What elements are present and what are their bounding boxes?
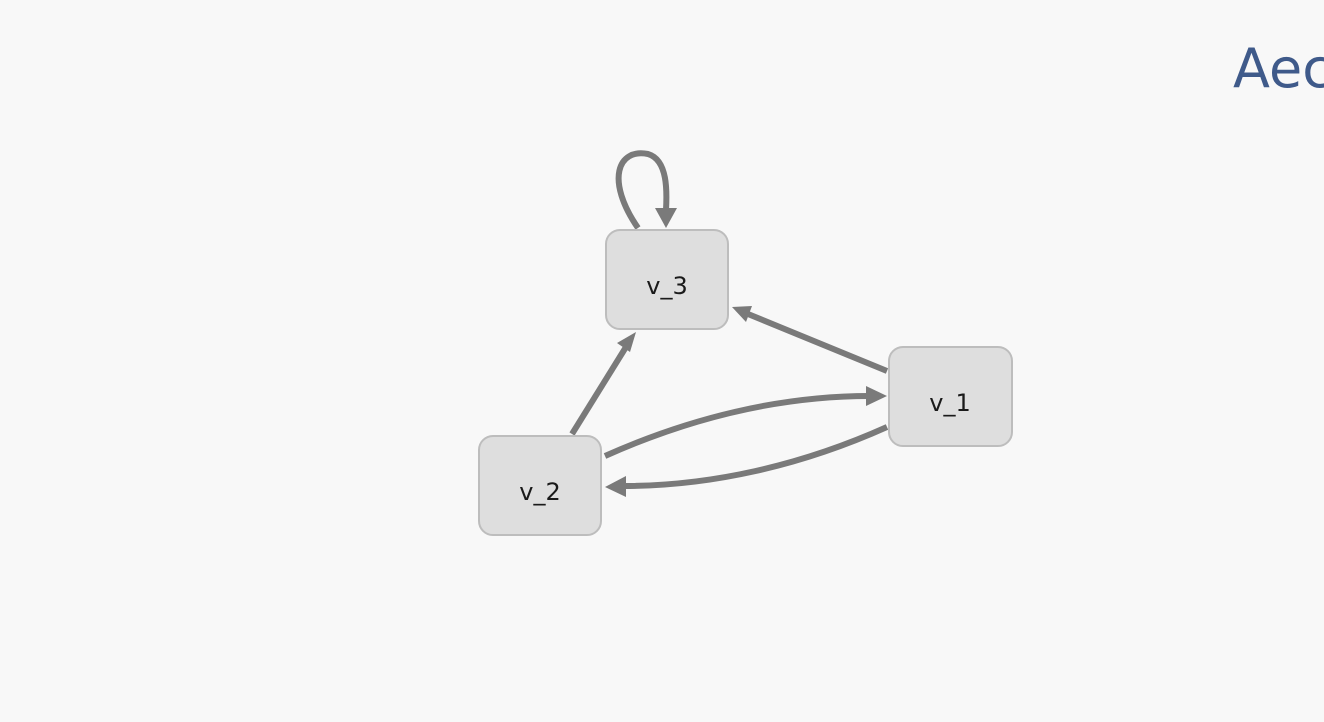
graph-node-v2[interactable]: v_2 xyxy=(478,435,602,536)
edges xyxy=(569,150,889,497)
edge-v1-v3-arrowhead xyxy=(732,306,752,322)
edge-v2-v3-arrowhead xyxy=(617,332,636,352)
edge-v3-v3-arrowhead xyxy=(655,208,677,228)
edge-v2-v3 xyxy=(569,345,629,436)
edge-v2-v1 xyxy=(603,393,871,459)
edge-v1-v2 xyxy=(623,424,889,489)
edge-v1-v2-arrowhead xyxy=(605,476,626,497)
node-label: v_3 xyxy=(646,272,687,300)
page-title: Aec xyxy=(1233,37,1324,100)
node-box xyxy=(478,435,602,536)
edge-v3-v3 xyxy=(615,150,670,230)
graph-node-v3[interactable]: v_3 xyxy=(605,229,729,330)
edge-v1-v3 xyxy=(746,311,889,374)
node-box xyxy=(605,229,729,330)
graph-node-v1[interactable]: v_1 xyxy=(888,346,1013,447)
node-box xyxy=(888,346,1013,447)
node-label: v_2 xyxy=(519,478,560,506)
node-label: v_1 xyxy=(929,389,970,417)
edge-v2-v1-arrowhead xyxy=(866,386,887,406)
